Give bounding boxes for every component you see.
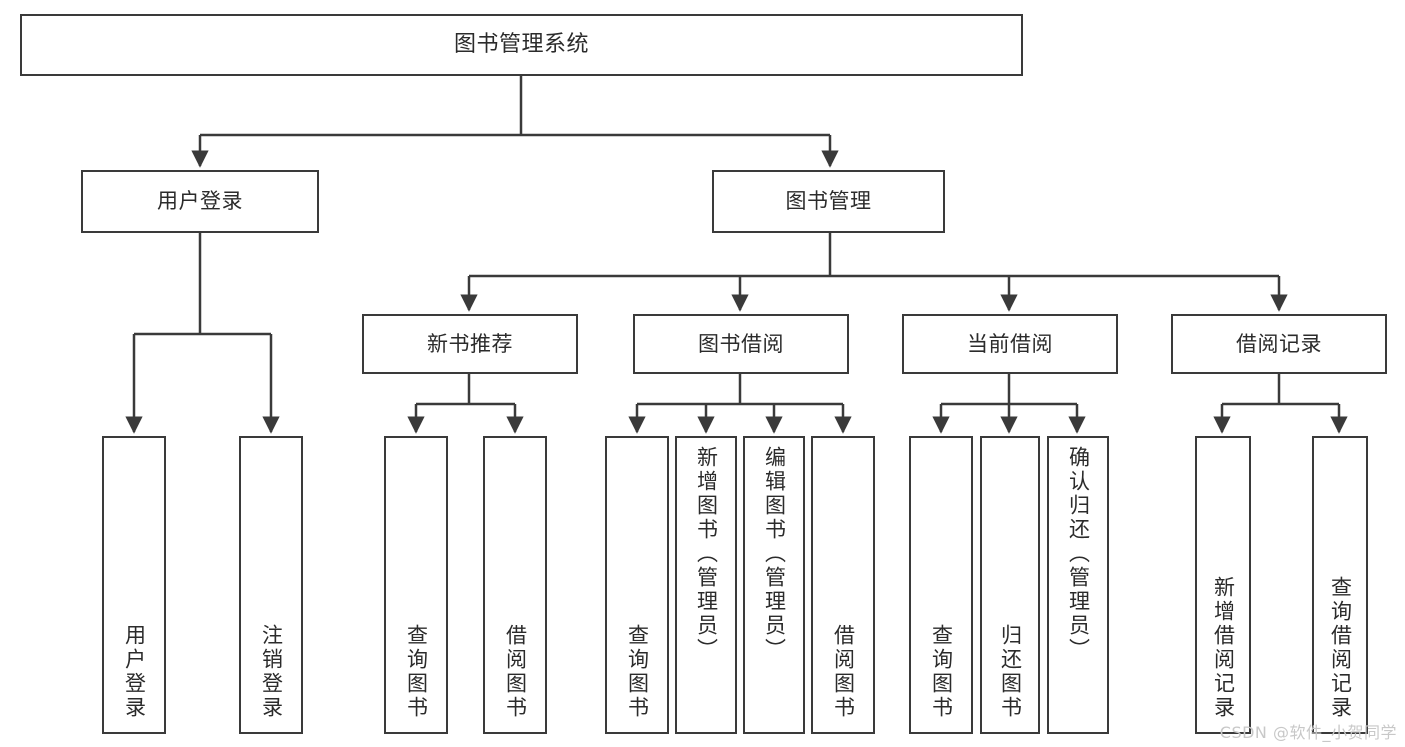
- node-label: 注销登录: [259, 624, 284, 720]
- node-borrowing-records[interactable]: 借阅记录: [1171, 314, 1387, 374]
- leaf-borrow-query-book[interactable]: 查询图书: [605, 436, 669, 734]
- node-new-book-recommendation[interactable]: 新书推荐: [362, 314, 578, 374]
- leaf-current-return-book[interactable]: 归还图书: [980, 436, 1040, 734]
- node-label: 新增图书（管理员）: [694, 446, 719, 662]
- leaf-current-confirm-return-admin[interactable]: 确认归还（管理员）: [1047, 436, 1109, 734]
- node-label: 图书借阅: [698, 331, 784, 356]
- leaf-user-login-signin[interactable]: 用户登录: [102, 436, 166, 734]
- node-user-login[interactable]: 用户登录: [81, 170, 319, 233]
- node-label: 查询图书: [404, 624, 429, 720]
- node-current-borrowing[interactable]: 当前借阅: [902, 314, 1118, 374]
- node-label: 新增借阅记录: [1211, 576, 1236, 720]
- node-label: 借阅记录: [1236, 331, 1322, 356]
- node-label: 借阅图书: [831, 624, 856, 720]
- node-label: 查询借阅记录: [1328, 576, 1353, 720]
- node-label: 图书管理系统: [453, 32, 589, 58]
- node-root-library-management-system[interactable]: 图书管理系统: [20, 14, 1023, 76]
- node-label: 查询图书: [625, 624, 650, 720]
- node-label: 编辑图书（管理员）: [762, 446, 787, 662]
- node-label: 归还图书: [998, 624, 1023, 720]
- leaf-records-add-record[interactable]: 新增借阅记录: [1195, 436, 1251, 734]
- node-label: 查询图书: [929, 624, 954, 720]
- leaf-borrow-borrow-book[interactable]: 借阅图书: [811, 436, 875, 734]
- node-book-management[interactable]: 图书管理: [712, 170, 945, 233]
- node-label: 用户登录: [122, 624, 147, 720]
- node-label: 当前借阅: [967, 331, 1053, 356]
- leaf-current-query-book[interactable]: 查询图书: [909, 436, 973, 734]
- leaf-borrow-add-book-admin[interactable]: 新增图书（管理员）: [675, 436, 737, 734]
- node-label: 用户登录: [157, 189, 243, 214]
- leaf-user-login-signout[interactable]: 注销登录: [239, 436, 303, 734]
- node-book-borrowing[interactable]: 图书借阅: [633, 314, 849, 374]
- leaf-new-book-query[interactable]: 查询图书: [384, 436, 448, 734]
- leaf-borrow-edit-book-admin[interactable]: 编辑图书（管理员）: [743, 436, 805, 734]
- watermark: CSDN @软件_小贺同学: [1219, 723, 1397, 742]
- leaf-new-book-borrow[interactable]: 借阅图书: [483, 436, 547, 734]
- node-label: 借阅图书: [503, 624, 528, 720]
- node-label: 图书管理: [785, 189, 872, 214]
- leaf-records-query-record[interactable]: 查询借阅记录: [1312, 436, 1368, 734]
- node-label: 确认归还（管理员）: [1066, 446, 1091, 662]
- node-label: 新书推荐: [427, 331, 513, 356]
